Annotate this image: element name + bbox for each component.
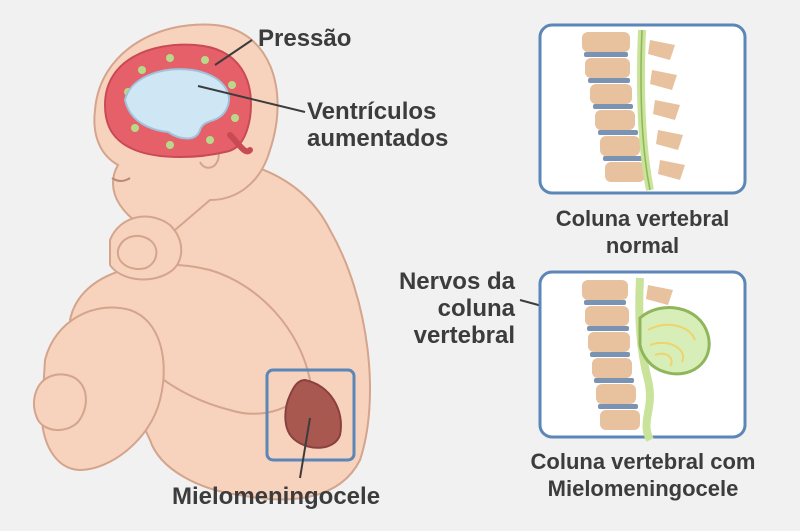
lesion-sac <box>284 378 342 449</box>
label-normal-line1: Coluna vertebral <box>555 206 730 231</box>
normal-spine-panel <box>538 23 747 195</box>
affected-vertebrae <box>582 280 673 430</box>
normal-discs <box>584 52 643 161</box>
label-nerves: Nervos da coluna vertebral <box>380 268 515 349</box>
pressure-leader <box>214 39 253 66</box>
label-nerves-line1: Nervos da <box>398 268 515 295</box>
myelomeningocele-sac <box>638 306 711 376</box>
baby-hand <box>116 234 158 270</box>
label-lesion: Mielomeningocele <box>172 483 381 510</box>
affected-discs <box>584 300 638 409</box>
label-ventricles-line2: aumentados <box>307 125 449 152</box>
baby-shin <box>40 306 165 472</box>
label-affected-line2: Mielomeningocele <box>547 476 739 501</box>
affected-spine-panel <box>538 270 747 442</box>
baby-foot <box>33 373 87 431</box>
brain-stem <box>227 132 253 155</box>
baby-eye <box>111 177 131 182</box>
label-nerves-line3: vertebral <box>413 322 515 349</box>
lesion-leader <box>299 417 311 479</box>
label-pressure: Pressão <box>258 25 352 52</box>
label-ventricles-line1: Ventrículos <box>307 98 437 125</box>
label-normal-line2: normal <box>605 233 680 258</box>
label-ventricles: Ventrículos aumentados <box>307 98 448 152</box>
affected-spinal-cord <box>635 277 654 442</box>
sac-nerves <box>647 323 696 367</box>
label-nerves-line2: coluna <box>437 295 515 322</box>
normal-vertebrae <box>582 32 685 182</box>
label-affected-line1: Coluna vertebral com <box>530 449 756 474</box>
ventricles-leader <box>197 85 306 113</box>
label-normal-spine: Coluna vertebral normal <box>540 205 745 259</box>
label-affected-spine: Coluna vertebral com Mielomeningocele <box>493 448 793 502</box>
lesion-inset-frame <box>265 368 356 462</box>
